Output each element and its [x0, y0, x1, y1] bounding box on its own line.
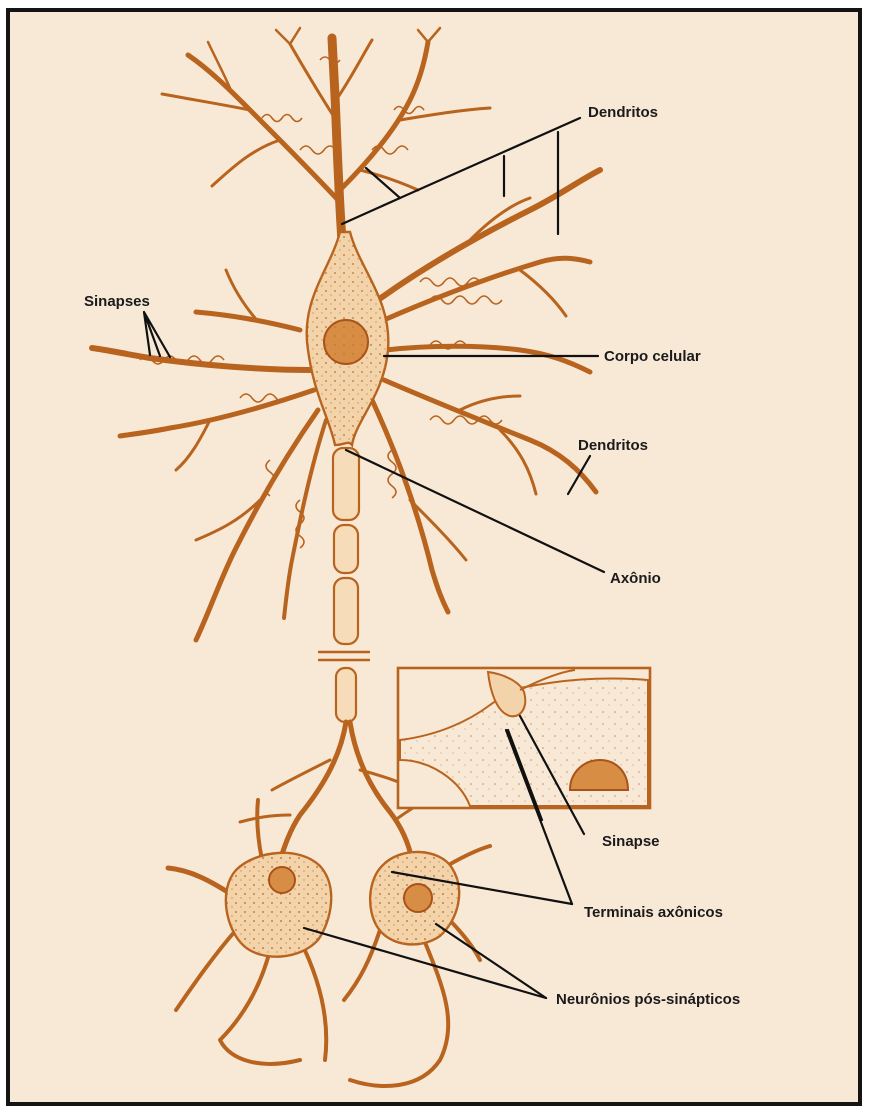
- label-dendritos-top: Dendritos: [588, 104, 658, 121]
- synapse-inset: [398, 668, 650, 808]
- postsynaptic-neuron-left: [168, 800, 331, 1064]
- right-dendrites: [372, 170, 600, 612]
- apical-dendrites: [162, 28, 490, 270]
- label-axonio: Axônio: [610, 570, 661, 587]
- label-corpo-celular: Corpo celular: [604, 348, 701, 365]
- label-sinapses: Sinapses: [84, 293, 150, 310]
- label-sinapse: Sinapse: [602, 833, 660, 850]
- label-dendritos-right: Dendritos: [578, 437, 648, 454]
- leader-lines: [144, 118, 604, 998]
- left-dendrites: [92, 270, 326, 640]
- label-terminais-axonicos: Terminais axônicos: [584, 904, 723, 921]
- postsynaptic-neuron-right: [344, 846, 490, 1086]
- label-neuronios-pos-sinapticos: Neurônios pós-sinápticos: [556, 991, 740, 1008]
